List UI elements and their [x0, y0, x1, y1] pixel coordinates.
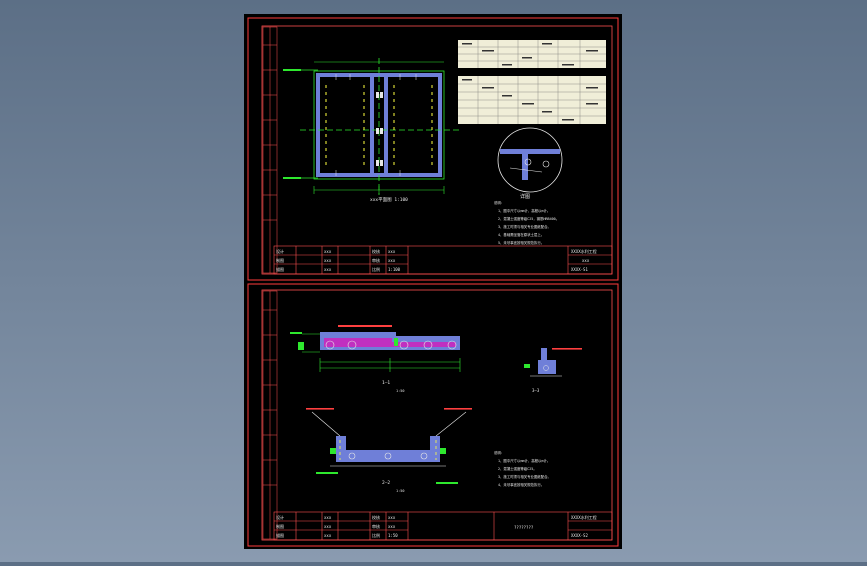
notes-top: 说明： 1、图中尺寸以mm计，高程以m计。 2、混凝土强度等级C25，钢筋HRB…: [494, 200, 559, 245]
svg-text:3、施工时须与相关专业图纸配合。: 3、施工时须与相关专业图纸配合。: [498, 474, 551, 479]
svg-text:4、未尽事宜按相关规范执行。: 4、未尽事宜按相关规范执行。: [498, 482, 544, 487]
svg-text:校核: 校核: [372, 248, 380, 254]
svg-text:设计: 设计: [276, 514, 284, 520]
circle-detail-label: 详图: [520, 193, 530, 200]
svg-text:xxx: xxx: [324, 515, 332, 520]
svg-text:XXXX水利工程: XXXX水利工程: [571, 514, 597, 520]
svg-text:1:100: 1:100: [388, 267, 401, 272]
title-block-top: 设计 xxx 校核 xxx 制图 xxx 审核 xxx 描图 xxx 比例 1:…: [273, 245, 613, 275]
svg-text:4、基础需坐落在原状土层上。: 4、基础需坐落在原状土层上。: [498, 232, 544, 237]
svg-text:xxx: xxx: [324, 267, 332, 272]
svg-text:描图: 描图: [276, 532, 284, 538]
svg-text:2、混凝土强度等级C25，钢筋HRB400。: 2、混凝土强度等级C25，钢筋HRB400。: [498, 216, 559, 221]
svg-text:xxx: xxx: [388, 258, 396, 263]
svg-text:审核: 审核: [372, 523, 380, 529]
svg-text:xxx: xxx: [324, 524, 332, 529]
section-detail-3-3: 3—3: [524, 348, 582, 393]
svg-text:xxx: xxx: [582, 258, 590, 263]
circle-detail: 详图: [497, 127, 563, 200]
section2-scale: 1:50: [396, 489, 404, 493]
notes-bottom: 说明： 1、图中尺寸以mm计，高程以m计。 2、混凝土强度等级C25。 3、施工…: [494, 450, 551, 487]
svg-text:5、未尽事宜按相关规范执行。: 5、未尽事宜按相关规范执行。: [498, 240, 544, 245]
svg-text:3、施工时须与相关专业图纸配合。: 3、施工时须与相关专业图纸配合。: [498, 224, 551, 229]
section1-caption: 1—1: [382, 380, 390, 386]
sheet-bottom: 1—1 1:50 3—3: [247, 283, 619, 547]
svg-text:xxx: xxx: [324, 533, 332, 538]
sheet-top-border: [247, 17, 619, 281]
rebar-table-2: [458, 76, 606, 124]
sheet-bottom-binding-strip: [262, 290, 278, 540]
svg-text:说明：: 说明：: [494, 200, 504, 205]
section1-scale: 1:50: [396, 389, 404, 393]
section-2-2: 2—2 1:50: [306, 408, 472, 493]
svg-text:xxx: xxx: [388, 249, 396, 254]
title-block-bottom: 设计 xxx 校核 xxx 制图 xxx 审核 xxx 描图 xxx 比例 1:…: [273, 511, 613, 541]
svg-text:比例: 比例: [372, 266, 380, 272]
svg-text:2、混凝土强度等级C25。: 2、混凝土强度等级C25。: [498, 466, 537, 471]
plan-view: xxx平面图 1:100: [283, 58, 460, 203]
svg-text:1:50: 1:50: [388, 533, 398, 538]
rebar-table-1: [458, 40, 606, 68]
svg-text:xxx: xxx: [388, 524, 396, 529]
plan-caption: xxx平面图 1:100: [370, 197, 408, 203]
svg-text:xxx: xxx: [324, 258, 332, 263]
svg-text:????????: ????????: [514, 525, 534, 530]
svg-text:审核: 审核: [372, 257, 380, 263]
svg-text:说明：: 说明：: [494, 450, 504, 455]
detail-caption: 3—3: [532, 388, 540, 393]
sheet-top-binding-strip: [262, 26, 278, 274]
svg-text:xxx: xxx: [388, 515, 396, 520]
svg-text:描图: 描图: [276, 266, 284, 272]
svg-text:1、图中尺寸以mm计，高程以m计。: 1、图中尺寸以mm计，高程以m计。: [498, 458, 550, 463]
sheet-top: xxx平面图 1:100: [247, 17, 619, 281]
sheet-bottom-border: [247, 283, 619, 547]
svg-text:XXXX-S2: XXXX-S2: [571, 533, 588, 538]
svg-text:制图: 制图: [276, 257, 284, 263]
svg-text:XXXX-S1: XXXX-S1: [571, 267, 588, 272]
svg-text:设计: 设计: [276, 248, 284, 254]
section-1-1: 1—1 1:50: [290, 325, 461, 393]
svg-text:XXXX水利工程: XXXX水利工程: [571, 248, 597, 254]
svg-text:比例: 比例: [372, 532, 380, 538]
section2-caption: 2—2: [382, 480, 390, 486]
svg-text:xxx: xxx: [324, 249, 332, 254]
svg-text:1、图中尺寸以mm计，高程以m计。: 1、图中尺寸以mm计，高程以m计。: [498, 208, 550, 213]
svg-text:校核: 校核: [372, 514, 380, 520]
svg-text:制图: 制图: [276, 523, 284, 529]
